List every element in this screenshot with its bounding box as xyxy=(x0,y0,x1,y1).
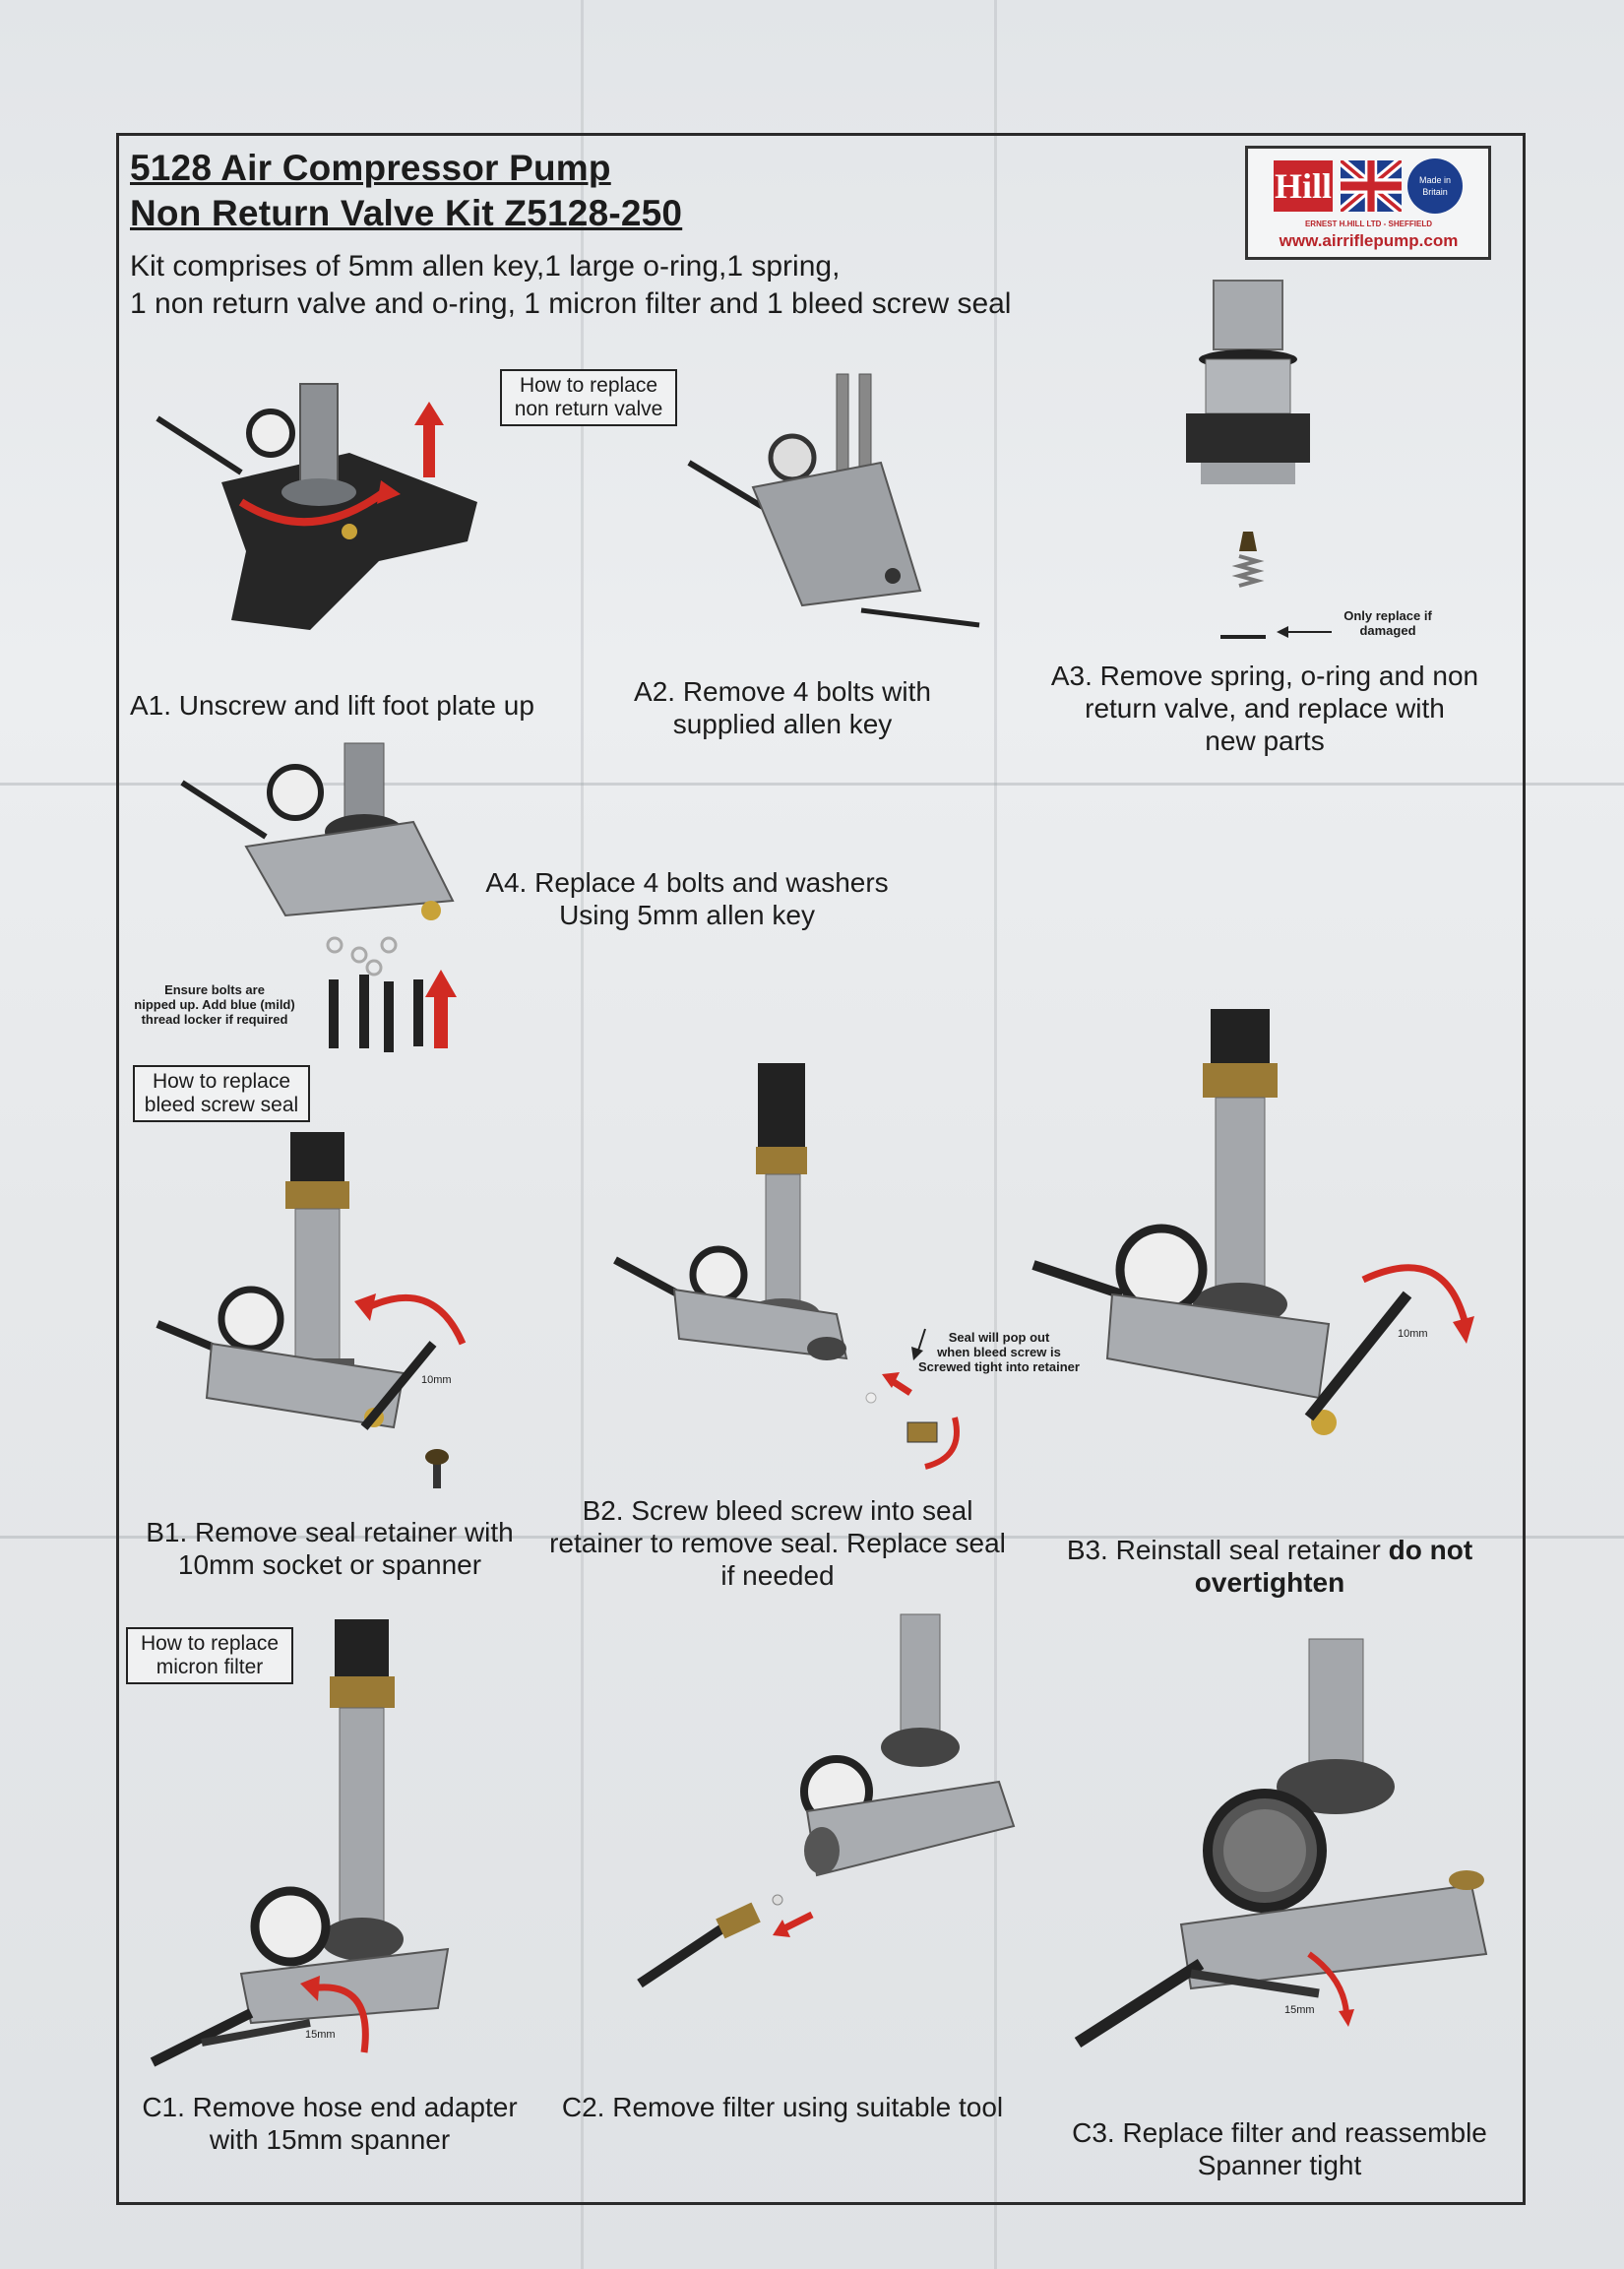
caption-line: A1. Unscrew and lift foot plate up xyxy=(130,690,534,721)
section-label-non-return-valve: How to replace non return valve xyxy=(500,369,677,426)
note-line: Ensure bolts are xyxy=(164,982,265,997)
website-url: www.airriflepump.com xyxy=(1279,231,1459,250)
caption-line: C1. Remove hose end adapter xyxy=(142,2092,518,2122)
step-c2-caption: C2. Remove filter using suitable tool xyxy=(551,2091,1014,2123)
caption-line: retainer to remove seal. Replace seal xyxy=(549,1528,1006,1558)
caption-line: 10mm socket or spanner xyxy=(177,1549,482,1580)
step-a3-illustration xyxy=(1186,280,1310,639)
caption-line: B1. Remove seal retainer with xyxy=(146,1517,514,1547)
step-b1-caption: B1. Remove seal retainer with 10mm socke… xyxy=(128,1516,531,1581)
section-label-line: bleed screw seal xyxy=(144,1094,299,1116)
caption-text: B3. Reinstall seal retainer xyxy=(1066,1535,1381,1565)
caption-line: overtighten xyxy=(1043,1566,1496,1599)
caption-line: B2. Screw bleed screw into seal xyxy=(582,1495,973,1526)
hill-logo-text: Hill xyxy=(1274,160,1333,212)
brand-logo: Hill Made in Britain ERNEST H.HILL LTD -… xyxy=(1245,146,1491,260)
caption-line: with 15mm spanner xyxy=(209,2124,451,2155)
caption-bold-text: overtighten xyxy=(1194,1567,1345,1598)
caption-line: return valve, and replace with xyxy=(1085,693,1445,724)
caption-line: Using 5mm allen key xyxy=(559,900,815,930)
step-b3-caption: B3. Reinstall seal retainer do not overt… xyxy=(1043,1534,1496,1599)
caption-line: new parts xyxy=(1205,725,1325,756)
step-a3-caption: A3. Remove spring, o-ring and non return… xyxy=(1038,660,1491,757)
note-line: Only replace if xyxy=(1343,608,1432,623)
document-title-line1: 5128 Air Compressor Pump xyxy=(130,148,611,188)
size-label-c1: 15mm xyxy=(305,2029,336,2041)
step-a2-caption: A2. Remove 4 bolts with supplied allen k… xyxy=(610,675,955,740)
a4-note: Ensure bolts are nipped up. Add blue (mi… xyxy=(121,982,308,1027)
caption-line: A4. Replace 4 bolts and washers xyxy=(485,867,889,898)
caption-line: B3. Reinstall seal retainer do not xyxy=(1043,1534,1496,1566)
made-in-britain-badge: Made in Britain xyxy=(1407,158,1463,214)
instruction-frame xyxy=(116,133,1526,2205)
step-b1-illustration: 10mm xyxy=(156,1132,467,1488)
kit-contents-line2: 1 non return valve and o-ring, 1 micron … xyxy=(130,287,1012,320)
note-line: when bleed screw is xyxy=(937,1345,1061,1359)
section-label-line: How to replace xyxy=(152,1070,291,1093)
kit-contents-line1: Kit comprises of 5mm allen key,1 large o… xyxy=(130,250,841,283)
step-c1-caption: C1. Remove hose end adapter with 15mm sp… xyxy=(128,2091,531,2156)
step-b3-illustration: 10mm xyxy=(1031,1009,1474,1435)
fold-crease xyxy=(994,0,997,2269)
section-label-line: How to replace xyxy=(140,1632,280,1655)
document-title-line2: Non Return Valve Kit Z5128-250 xyxy=(130,193,683,233)
size-label-c3: 15mm xyxy=(1284,2004,1315,2016)
step-a1-illustration xyxy=(156,383,477,630)
section-label-line: How to replace xyxy=(519,374,658,397)
size-label-b3: 10mm xyxy=(1398,1328,1428,1340)
a3-note: Only replace if damaged xyxy=(1324,608,1452,638)
caption-line: Spanner tight xyxy=(1197,2150,1362,2180)
step-c3-illustration: 15mm xyxy=(1074,1638,1488,2048)
note-line: thread locker if required xyxy=(141,1012,288,1027)
caption-line: supplied allen key xyxy=(672,709,893,739)
fold-crease xyxy=(581,0,584,2269)
section-label-micron-filter: How to replace micron filter xyxy=(126,1627,293,1684)
step-b2-illustration xyxy=(613,1063,960,1470)
note-line: Screwed tight into retainer xyxy=(918,1359,1080,1374)
step-a2-illustration xyxy=(687,373,980,628)
company-name: ERNEST H.HILL LTD - SHEFFIELD xyxy=(1304,220,1433,228)
caption-line: A2. Remove 4 bolts with xyxy=(634,676,931,707)
section-label-line: micron filter xyxy=(156,1656,264,1678)
step-a4-illustration xyxy=(180,742,457,1052)
step-c2-illustration xyxy=(637,1613,1016,1988)
fold-crease xyxy=(0,1536,1624,1539)
union-flag-icon xyxy=(1341,160,1402,212)
step-c3-caption: C3. Replace filter and reassemble Spanne… xyxy=(1053,2116,1506,2181)
note-line: nipped up. Add blue (mild) xyxy=(134,997,295,1012)
step-a1-caption: A1. Unscrew and lift foot plate up xyxy=(130,689,563,722)
note-line: damaged xyxy=(1359,623,1416,638)
step-a4-caption: A4. Replace 4 bolts and washers Using 5m… xyxy=(480,866,894,931)
section-label-line: non return valve xyxy=(514,398,663,420)
caption-line: A3. Remove spring, o-ring and non xyxy=(1050,661,1479,691)
section-label-bleed-screw-seal: How to replace bleed screw seal xyxy=(133,1065,310,1122)
caption-line: if needed xyxy=(720,1560,835,1591)
caption-bold-text: do not xyxy=(1388,1535,1473,1565)
caption-line: C3. Replace filter and reassemble xyxy=(1072,2117,1487,2148)
b2-note: Seal will pop out when bleed screw is Sc… xyxy=(891,1330,1107,1374)
note-line: Seal will pop out xyxy=(948,1330,1050,1345)
size-label-b1: 10mm xyxy=(421,1374,452,1386)
fold-crease xyxy=(0,783,1624,786)
step-c1-illustration: 15mm xyxy=(150,1619,450,2067)
caption-line: C2. Remove filter using suitable tool xyxy=(561,2092,1004,2122)
arrow-icon xyxy=(1277,626,1332,638)
step-b2-caption: B2. Screw bleed screw into seal retainer… xyxy=(546,1494,1009,1592)
